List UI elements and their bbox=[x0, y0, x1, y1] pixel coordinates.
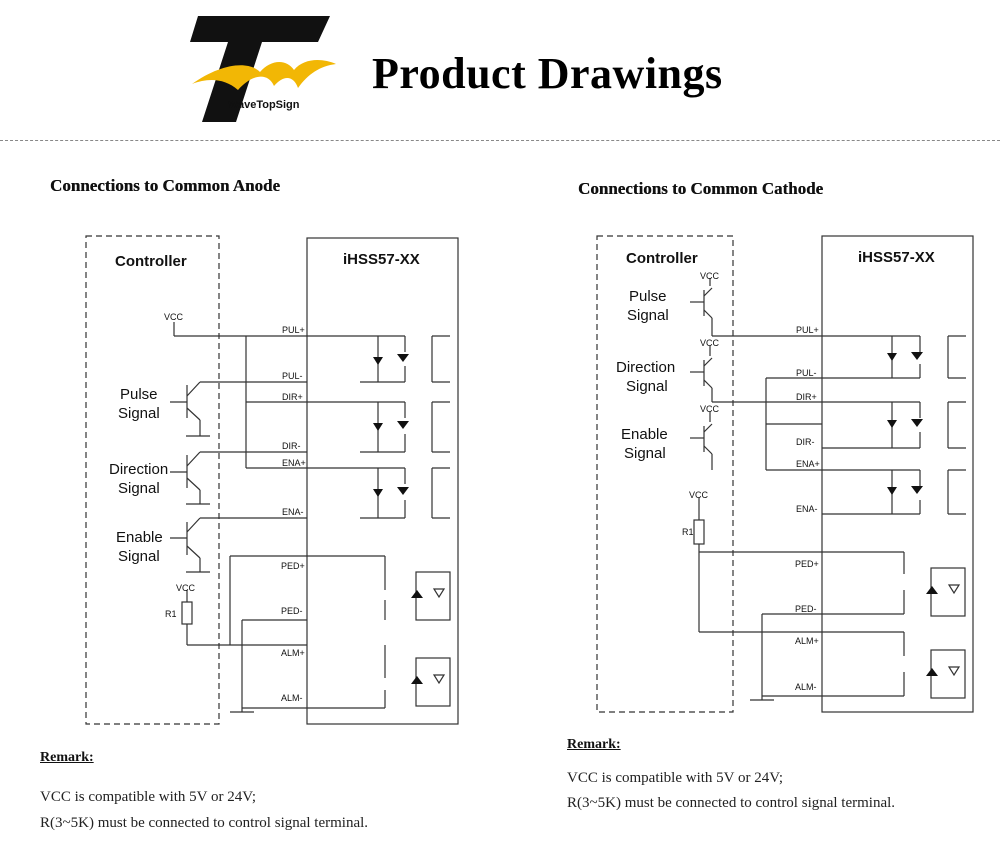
right-remark-line-2: R(3~5K) must be connected to control sig… bbox=[567, 795, 896, 811]
left-term-dir-p: DIR+ bbox=[282, 392, 303, 402]
left-r1-label: R1 bbox=[165, 609, 177, 619]
left-pulse-label-1: Pulse bbox=[120, 386, 158, 403]
left-term-ena-p: ENA+ bbox=[282, 458, 306, 468]
right-enable-label-1: Enable bbox=[621, 426, 668, 443]
left-enable-label-1: Enable bbox=[116, 529, 163, 546]
right-remark-line-1: VCC is compatible with 5V or 24V; bbox=[567, 770, 784, 786]
left-term-ped-m: PED- bbox=[281, 606, 303, 616]
left-vcc2-label: VCC bbox=[176, 583, 196, 593]
left-pulse-label-2: Signal bbox=[118, 405, 160, 422]
left-term-ena-m: ENA- bbox=[282, 507, 304, 517]
right-controller-box bbox=[596, 235, 734, 713]
right-section-title: Connections to Common Cathode bbox=[578, 179, 824, 198]
left-controller-label: Controller bbox=[115, 253, 187, 270]
left-term-dir-m: DIR- bbox=[282, 441, 301, 451]
left-remark-title: Remark: bbox=[40, 750, 94, 765]
left-remark-line-2: R(3~5K) must be connected to control sig… bbox=[40, 815, 369, 831]
left-term-ped-p: PED+ bbox=[281, 561, 305, 571]
right-controller-label: Controller bbox=[626, 250, 698, 267]
right-direction-label-1: Direction bbox=[616, 359, 675, 376]
left-opto-ena bbox=[307, 467, 450, 519]
right-vcc-label-3: VCC bbox=[700, 404, 720, 414]
left-direction-label-1: Direction bbox=[109, 461, 168, 478]
right-term-alm-m: ALM- bbox=[795, 682, 817, 692]
left-term-pul-p: PUL+ bbox=[282, 325, 305, 335]
left-device-label: iHSS57-XX bbox=[343, 251, 420, 268]
brand-name: WaveTopSign bbox=[228, 99, 300, 111]
right-pulse-label-2: Signal bbox=[627, 307, 669, 324]
right-term-ped-p: PED+ bbox=[795, 559, 819, 569]
right-r1-label: R1 bbox=[682, 527, 694, 537]
right-term-dir-p: DIR+ bbox=[796, 392, 817, 402]
right-direction-label-2: Signal bbox=[626, 378, 668, 395]
right-device-label: iHSS57-XX bbox=[858, 249, 935, 266]
right-vcc-label-2: VCC bbox=[700, 338, 720, 348]
left-direction-label-2: Signal bbox=[118, 480, 160, 497]
right-term-alm-p: ALM+ bbox=[795, 636, 819, 646]
right-term-dir-m: DIR- bbox=[796, 437, 815, 447]
left-device-box bbox=[306, 237, 459, 725]
right-vcc-label-1: VCC bbox=[700, 271, 720, 281]
page-title: Product Drawings bbox=[372, 49, 723, 98]
left-section-title: Connections to Common Anode bbox=[50, 176, 280, 195]
left-term-pul-m: PUL- bbox=[282, 371, 303, 381]
right-enable-label-2: Signal bbox=[624, 445, 666, 462]
right-term-ena-p: ENA+ bbox=[796, 459, 820, 469]
common-cathode-diagram: Controller iHSS57-XX VCC VCC VCC VCC R1 … bbox=[596, 235, 974, 713]
right-vcc-label-4: VCC bbox=[689, 490, 709, 500]
left-term-alm-p: ALM+ bbox=[281, 648, 305, 658]
right-term-ena-m: ENA- bbox=[796, 504, 818, 514]
logo-mark-icon bbox=[190, 16, 336, 122]
left-opto-pul bbox=[307, 335, 450, 383]
right-term-ped-m: PED- bbox=[795, 604, 817, 614]
header-divider bbox=[0, 140, 1000, 141]
left-enable-label-2: Signal bbox=[118, 548, 160, 565]
common-anode-diagram: Controller iHSS57-XX VCC VCC R1 Pulse Si… bbox=[85, 235, 459, 725]
right-term-pul-m: PUL- bbox=[796, 368, 817, 378]
right-remark-title: Remark: bbox=[567, 737, 621, 752]
left-term-alm-m: ALM- bbox=[281, 693, 303, 703]
left-remark-line-1: VCC is compatible with 5V or 24V; bbox=[40, 789, 257, 805]
right-term-pul-p: PUL+ bbox=[796, 325, 819, 335]
brand-logo bbox=[190, 12, 340, 124]
right-device-box bbox=[821, 235, 974, 713]
left-vcc-label: VCC bbox=[164, 312, 184, 322]
right-pulse-label-1: Pulse bbox=[629, 288, 667, 305]
